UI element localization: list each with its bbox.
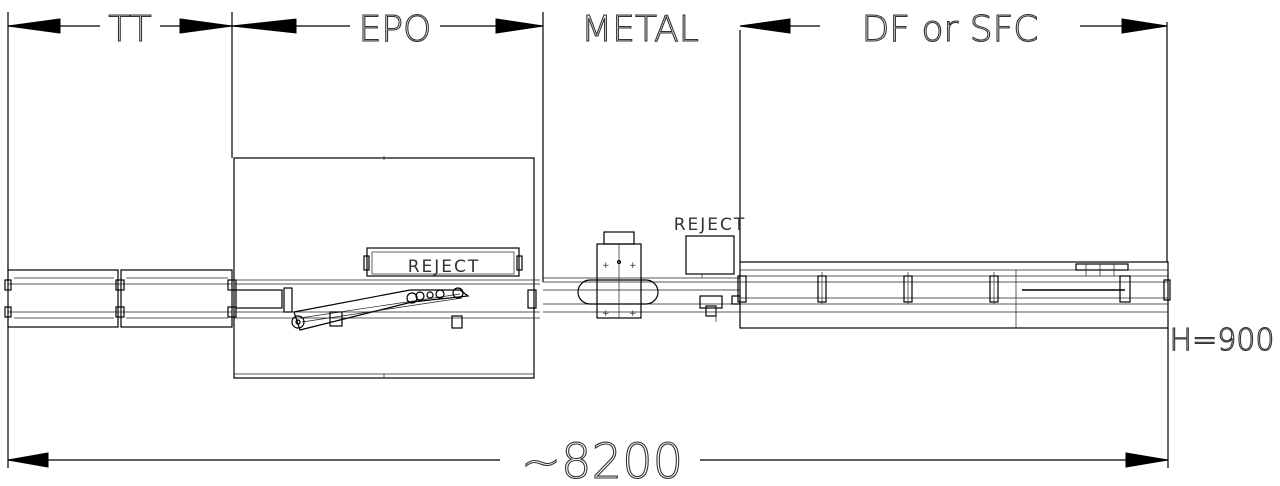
dimension-epo: EPO — [231, 8, 544, 282]
df-sfc-conveyor — [737, 261, 1171, 329]
dimension-df-sfc: DF or SFC — [739, 8, 1168, 262]
dimension-total-length: ~8200 — [7, 327, 1169, 486]
height-label: H=900 — [1170, 323, 1275, 358]
section-label-tt: TT — [108, 9, 151, 50]
section-label-df-sfc: DF or SFC — [862, 9, 1039, 50]
section-label-epo: EPO — [359, 9, 432, 50]
epo-unit: REJECT — [233, 156, 540, 379]
svg-text:+: + — [602, 309, 610, 319]
tt-conveyor — [4, 269, 237, 328]
section-label-metal: METAL — [581, 9, 699, 50]
svg-text:+: + — [629, 309, 637, 319]
total-length-label: ~8200 — [521, 434, 683, 486]
dimension-tt: TT — [7, 8, 233, 270]
svg-text:+: + — [602, 261, 610, 271]
svg-text:+: + — [629, 261, 637, 271]
metal-detector: + + + + REJECT — [543, 215, 747, 322]
reject-label-epo: REJECT — [408, 257, 481, 277]
reject-label-metal: REJECT — [674, 215, 747, 235]
